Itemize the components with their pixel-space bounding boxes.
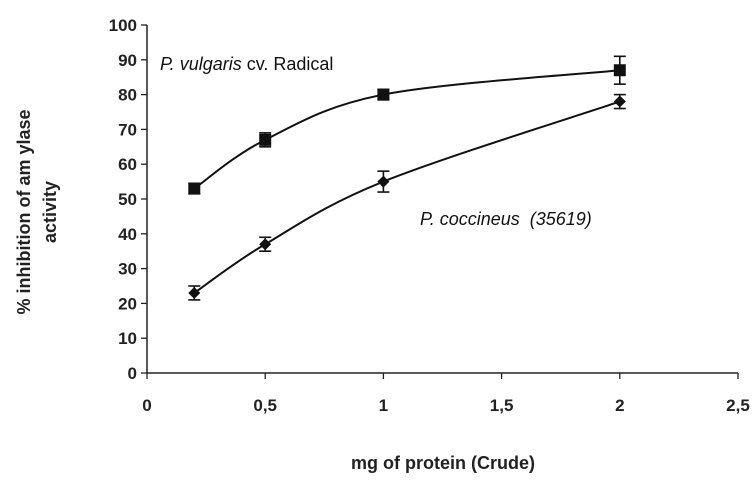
y-tick-label: 80 bbox=[118, 86, 137, 105]
y-tick-label: 30 bbox=[118, 260, 137, 279]
data-point-diamond bbox=[613, 95, 626, 108]
data-point-diamond bbox=[377, 175, 390, 188]
series-line-0 bbox=[193, 69, 620, 190]
data-point-diamond bbox=[259, 238, 272, 251]
series-label-vulgaris: P. vulgaris cv. Radical bbox=[160, 54, 333, 74]
y-tick-label: 100 bbox=[109, 16, 137, 35]
axes: 0 10 20 30 40 50 60 70 80 90 100 0 0,5 1 1,5 2 2,5 bbox=[109, 16, 750, 415]
y-tick-label: 10 bbox=[118, 329, 137, 348]
data-point-square bbox=[259, 133, 272, 146]
y-tick-label: 90 bbox=[118, 51, 137, 70]
data-point-square bbox=[377, 88, 390, 101]
series-layer bbox=[188, 55, 626, 301]
y-tick-label: 40 bbox=[118, 225, 137, 244]
y-tick-label: 0 bbox=[128, 364, 137, 383]
y-axis-label-line1: % inhibition of am ylase bbox=[14, 109, 34, 314]
data-point-square bbox=[188, 182, 201, 195]
x-tick-label: 2,5 bbox=[726, 396, 750, 415]
series-label-coccineus-rest: (35619) bbox=[520, 209, 592, 229]
series-line-1 bbox=[193, 100, 621, 294]
x-tick-label: 1 bbox=[379, 396, 388, 415]
x-tick-label: 2 bbox=[615, 396, 624, 415]
series-label-coccineus: P. coccineus (35619) bbox=[395, 209, 607, 229]
x-axis-label: mg of protein (Crude) bbox=[351, 453, 535, 473]
x-tick-label: 0,5 bbox=[253, 396, 277, 415]
y-axis-label-line2: activity bbox=[40, 181, 60, 243]
data-point-diamond bbox=[188, 286, 201, 299]
x-tick-label: 0 bbox=[142, 396, 151, 415]
series-label-vulgaris-rest: cv. Radical bbox=[242, 54, 334, 74]
series-label-coccineus-italic: P. coccineus bbox=[420, 209, 520, 229]
y-tick-label: 50 bbox=[118, 190, 137, 209]
x-tick-label: 1,5 bbox=[490, 396, 514, 415]
data-point-square bbox=[613, 64, 626, 77]
y-tick-label: 20 bbox=[118, 294, 137, 313]
series-label-vulgaris-italic: P. vulgaris bbox=[160, 54, 242, 74]
y-tick-label: 70 bbox=[118, 120, 137, 139]
y-tick-label: 60 bbox=[118, 155, 137, 174]
